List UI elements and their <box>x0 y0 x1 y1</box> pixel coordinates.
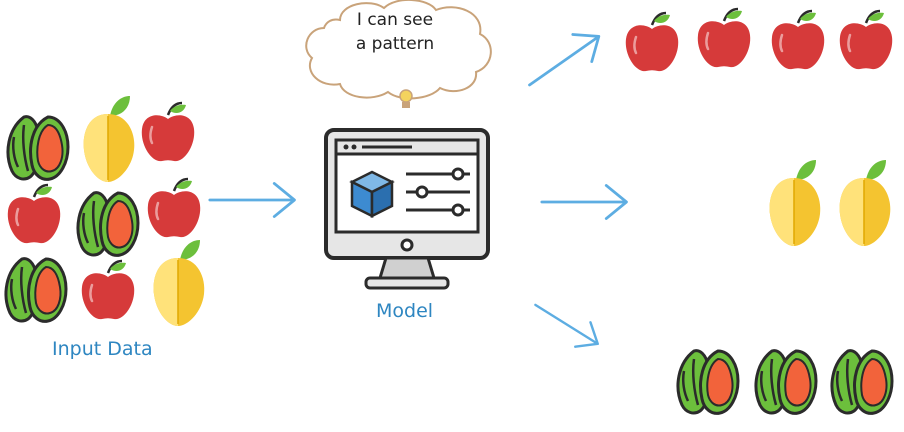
apple-icon <box>78 258 138 324</box>
apple-icon <box>768 8 828 74</box>
apple-icon <box>694 6 754 72</box>
monitor-model-icon <box>324 128 490 290</box>
arrow-right-icon <box>517 17 615 103</box>
thought-bubble-text: I can see a pattern <box>320 8 470 56</box>
arrow-right-icon <box>540 182 632 222</box>
thought-line-1: I can see <box>356 10 434 30</box>
apple-icon <box>144 176 204 242</box>
apple-icon <box>622 10 682 76</box>
apple-icon <box>836 8 896 74</box>
watermelon-slice-icon <box>826 346 896 418</box>
watermelon-slice-icon <box>72 188 142 260</box>
watermelon-slice-icon <box>0 254 70 326</box>
thought-cloud-icon <box>305 0 492 108</box>
mango-icon <box>150 238 206 328</box>
mango-icon <box>80 94 136 184</box>
arrow-right-icon <box>523 287 612 363</box>
apple-icon <box>4 182 64 248</box>
input-data-label: Input Data <box>52 338 153 360</box>
model-label: Model <box>376 300 434 322</box>
mango-icon <box>836 158 892 248</box>
apple-icon <box>138 100 198 166</box>
thought-line-2: a pattern <box>355 34 435 54</box>
watermelon-slice-icon <box>750 346 820 418</box>
watermelon-slice-icon <box>2 112 72 184</box>
mango-icon <box>766 158 822 248</box>
watermelon-slice-icon <box>672 346 742 418</box>
arrow-right-icon <box>208 180 300 220</box>
